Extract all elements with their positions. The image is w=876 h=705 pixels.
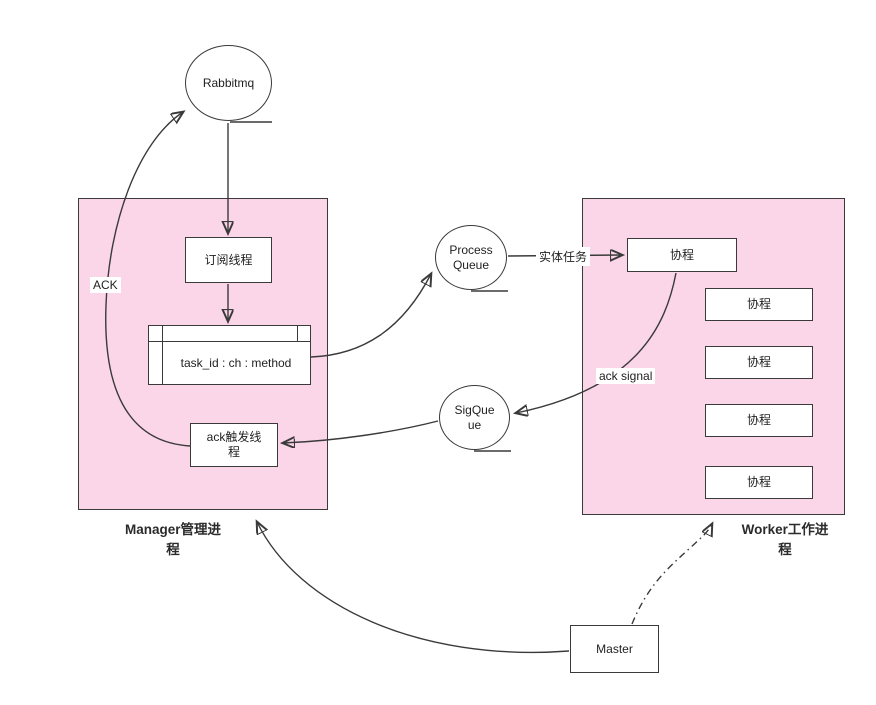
task-table-node[interactable]: task_id : ch : method (148, 325, 311, 385)
rabbitmq-label: Rabbitmq (202, 75, 255, 90)
task-table-label: task_id : ch : method (180, 355, 292, 370)
process-queue-node[interactable]: Process Queue (435, 225, 507, 290)
task-table-header-divider (149, 341, 310, 342)
coroutine-label-3: 协程 (746, 413, 771, 427)
coroutine-label-4: 协程 (746, 475, 771, 489)
coroutine-node-2[interactable]: 协程 (705, 346, 813, 379)
entity-task-edge-label: 实体任务 (536, 247, 591, 266)
worker-caption: Worker工作进 程 (741, 522, 829, 557)
coroutine-label-2: 协程 (746, 355, 771, 369)
sig-queue-label: SigQue ue (454, 402, 495, 432)
coroutine-main-node[interactable]: 协程 (627, 238, 737, 272)
ack-signal-edge-label: ack signal (596, 368, 656, 384)
arrow-task-table-to-process-queue (310, 274, 431, 358)
coroutine-label-1: 协程 (746, 297, 771, 311)
arrow-master-to-manager (257, 522, 570, 654)
master-node[interactable]: Master (570, 625, 659, 673)
coroutine-node-4[interactable]: 协程 (705, 466, 813, 499)
ack-trigger-thread-node[interactable]: ack触发线 程 (190, 423, 278, 467)
task-table-header-cell-divider (297, 326, 298, 341)
manager-caption: Manager管理进 程 (124, 522, 222, 557)
ack-trigger-thread-label: ack触发线 程 (206, 430, 262, 459)
coroutine-node-1[interactable]: 协程 (705, 288, 813, 321)
arrow-master-to-worker-dashdot (631, 524, 712, 625)
subscribe-thread-node[interactable]: 订阅线程 (185, 237, 272, 283)
process-queue-label: Process Queue (449, 242, 493, 272)
rabbitmq-node[interactable]: Rabbitmq (185, 45, 272, 121)
coroutine-main-label: 协程 (669, 247, 694, 262)
sig-queue-node[interactable]: SigQue ue (439, 385, 510, 450)
subscribe-thread-label: 订阅线程 (204, 252, 253, 267)
master-label: Master (596, 641, 633, 656)
coroutine-node-3[interactable]: 协程 (705, 404, 813, 437)
ack-edge-label: ACK (90, 277, 121, 293)
